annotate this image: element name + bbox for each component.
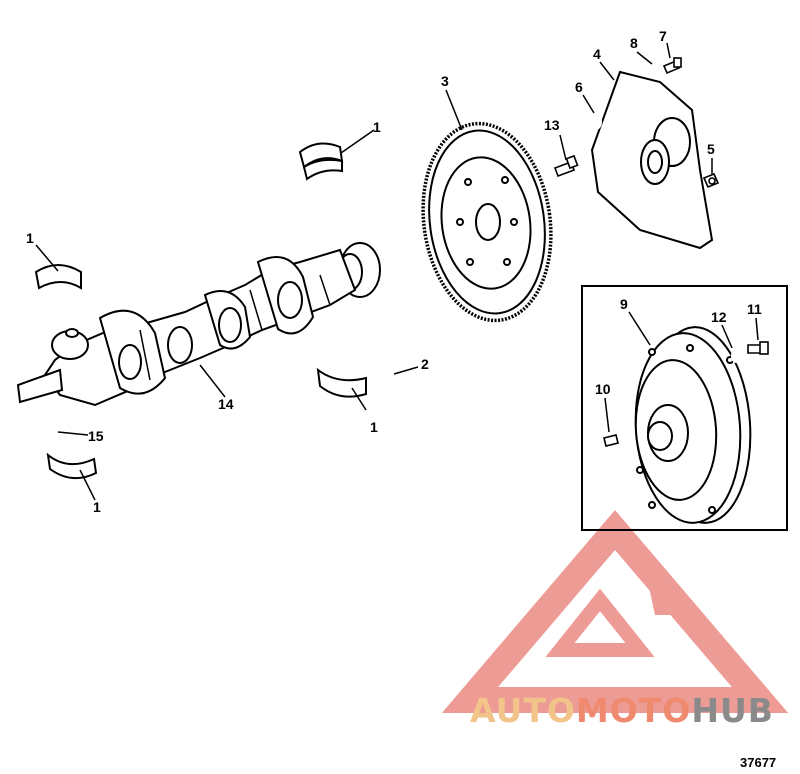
washer-8 [652,65,660,75]
drive-coupler [634,326,752,524]
woodruff-key [34,425,60,430]
flywheel [421,121,553,323]
crankshaft [16,242,381,407]
callout-1-lower-center: 1 [370,419,378,435]
callout-9: 9 [620,296,628,312]
watermark-moto: MOTO [576,691,691,730]
callout-4: 4 [593,46,601,62]
main-bearing-lower-left [46,452,98,480]
callout-12: 12 [711,309,727,325]
watermark-auto: AUTO [470,691,576,730]
leader-lines [35,42,759,501]
main-bearing-upper-right [298,142,344,181]
bolt-13 [553,154,579,178]
callout-1-upper-right: 1 [373,119,381,135]
callout-15: 15 [88,428,104,444]
main-bearing-upper-left [34,264,82,290]
callout-1-upper-left: 1 [26,230,34,246]
callout-2: 2 [421,356,429,372]
callout-7: 7 [659,28,667,44]
bolt-11 [747,341,769,355]
fitting-5 [702,172,720,189]
bolt-7 [662,57,682,75]
watermark-logo-icon [441,509,789,713]
main-bearing-lower-center [316,367,367,398]
callout-10: 10 [595,381,611,397]
fitting-10 [603,434,619,447]
callout-8: 8 [630,35,638,51]
callout-6: 6 [575,79,583,95]
callout-11: 11 [747,301,762,317]
watermark-hub: HUB [691,691,774,730]
flywheel-adapter-plate [590,70,714,250]
plug-6 [590,114,602,130]
callout-3: 3 [441,73,449,89]
callout-14: 14 [218,396,234,412]
callout-5: 5 [707,141,715,157]
dowel-pin [386,369,394,381]
callout-13: 13 [544,117,560,133]
figure-number: 37677 [740,755,776,770]
washer-12 [731,349,741,363]
svg-text:AUTOMOTOHUB: AUTOMOTOHUB [470,691,774,730]
inset-frame [581,285,788,531]
callout-1-lower-left: 1 [93,499,101,515]
